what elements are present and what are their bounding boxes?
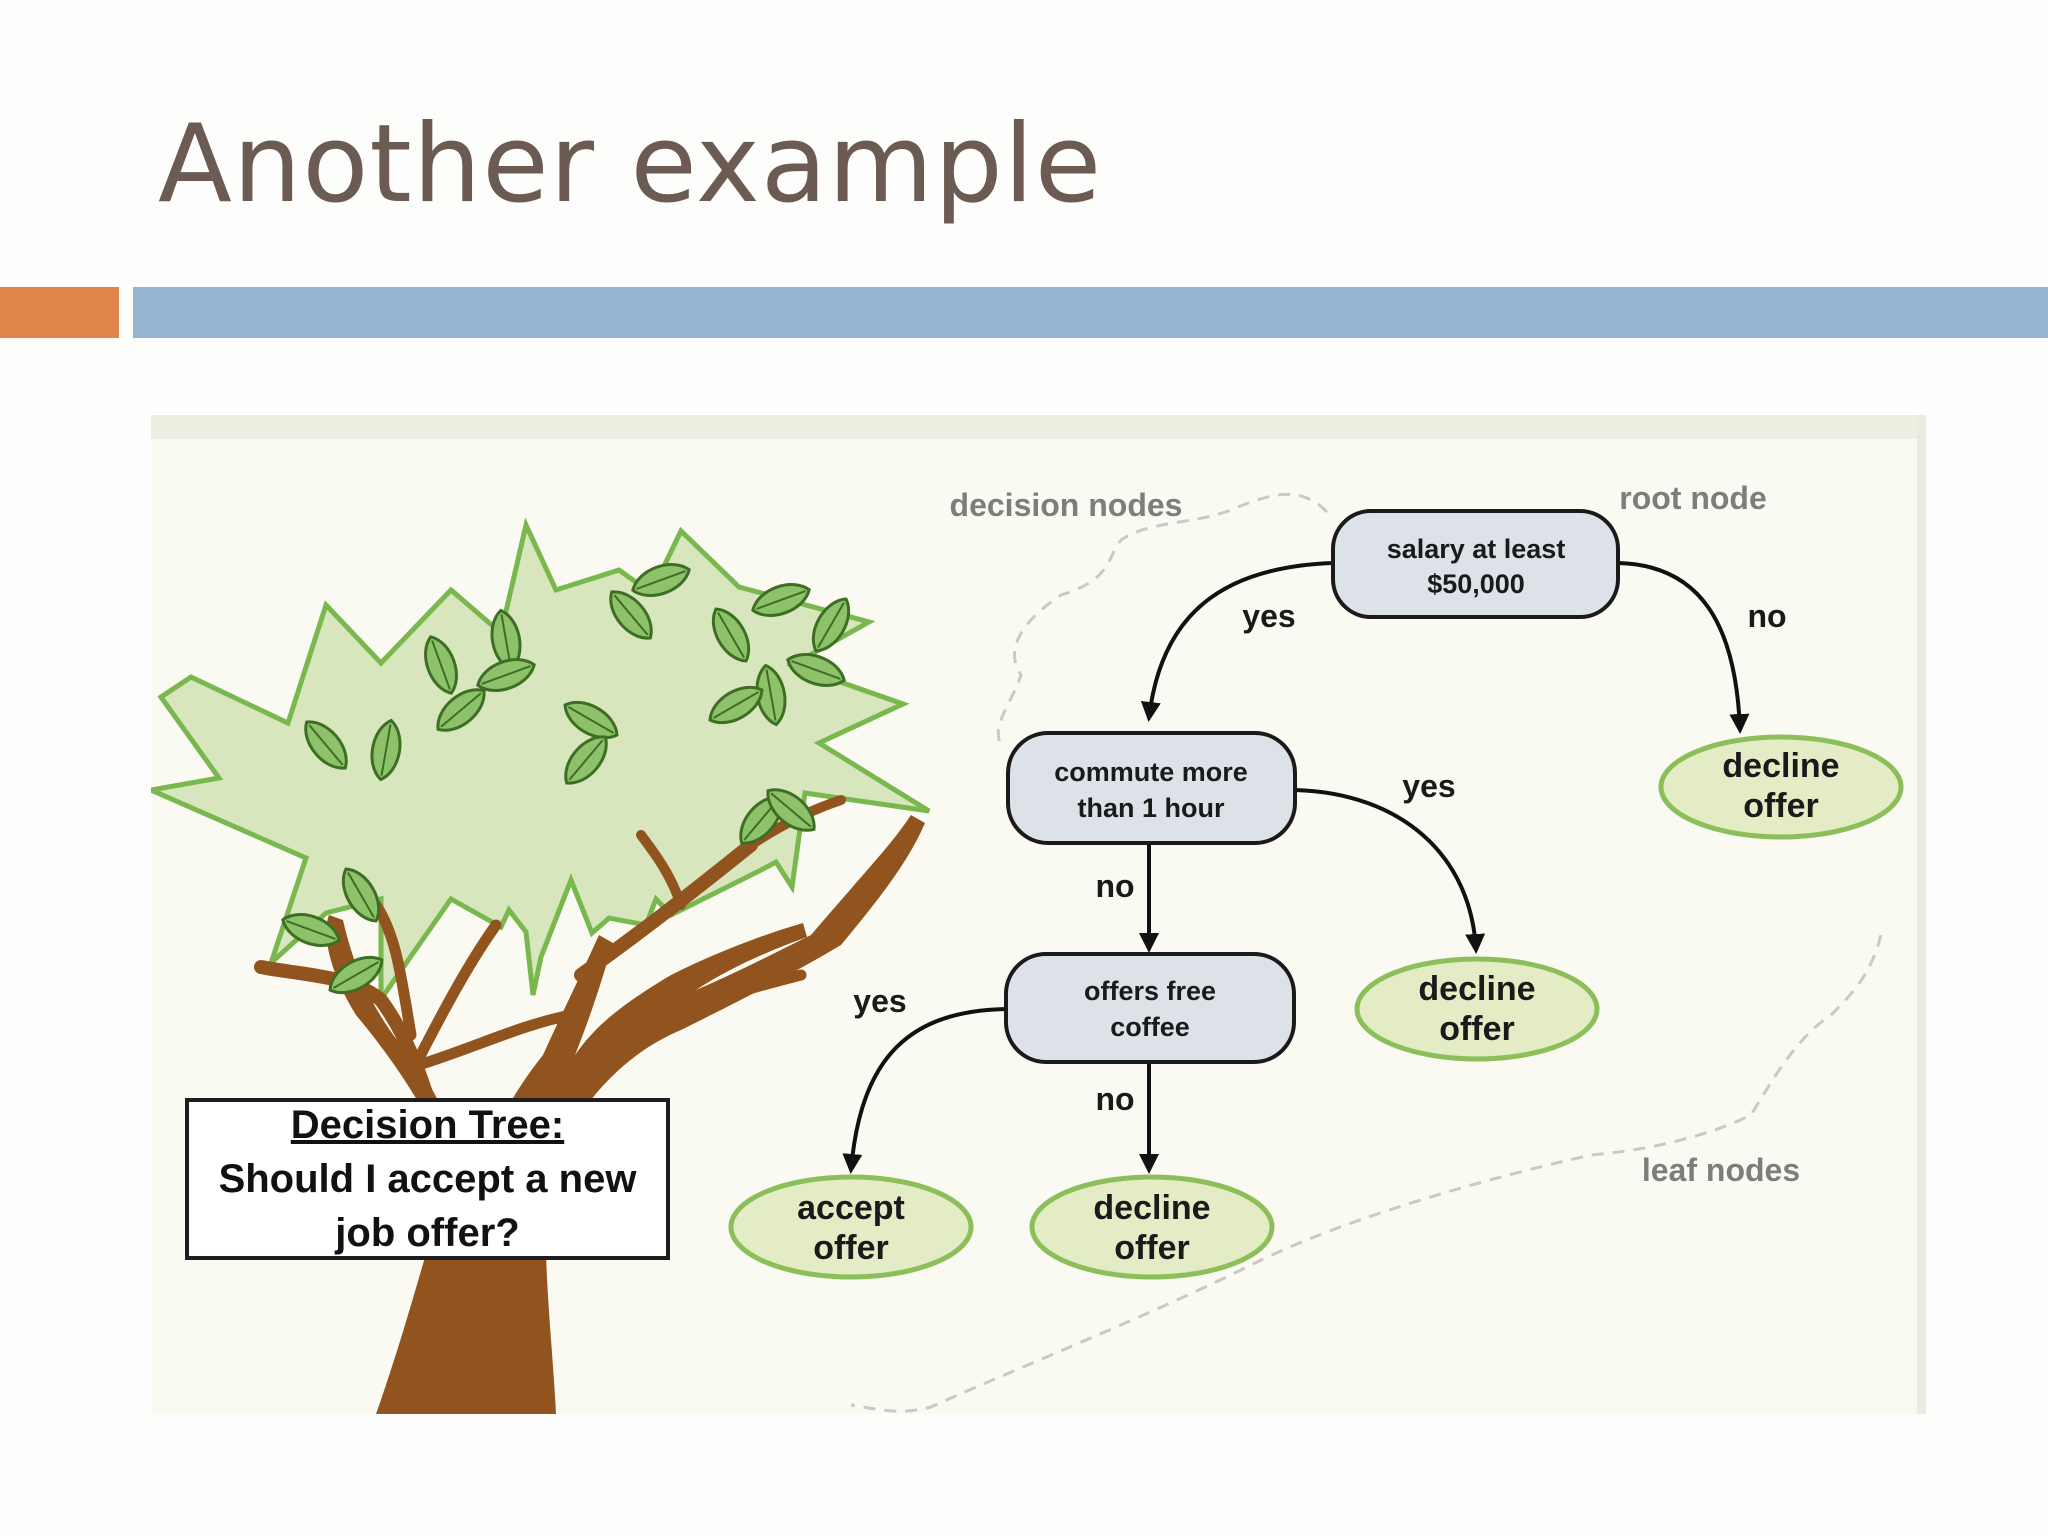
edge-salary-yes <box>1140 561 1334 722</box>
decision-node-commute-line2: than 1 hour <box>1078 793 1225 823</box>
leaf-node-accept: accept offer <box>728 1174 974 1280</box>
leaf-node-decline-coffee-line2: offer <box>1114 1229 1190 1267</box>
edge-label-salary-yes: yes <box>1242 598 1295 634</box>
annotation-brackets <box>850 492 1883 1413</box>
leaf-node-decline-commute-line2: offer <box>1439 1010 1515 1048</box>
decision-node-commute: commute more than 1 hour <box>1006 731 1297 845</box>
decision-node-coffee: offers free coffee <box>1004 952 1296 1064</box>
leaf-node-decline-root-line1: decline <box>1722 747 1839 785</box>
leaf-node-decline-coffee: decline offer <box>1029 1174 1275 1280</box>
edge-label-salary-no: no <box>1747 598 1786 634</box>
decision-node-salary-line2: $50,000 <box>1427 569 1525 599</box>
caption-title: Decision Tree: <box>290 1103 565 1147</box>
tree-illustration <box>151 517 931 1414</box>
slide-title: Another example <box>158 102 1103 227</box>
leaf-node-accept-line2: offer <box>813 1229 889 1267</box>
caption-line-3: job offer? <box>335 1211 520 1255</box>
leaf-nodes-label: leaf nodes <box>1642 1152 1800 1188</box>
branch-mid-right <box>413 1009 577 1071</box>
decision-tree-figure: decision nodes root node leaf nodes yes … <box>151 415 1926 1414</box>
edges <box>842 561 1750 1174</box>
leaf-node-decline-coffee-line1: decline <box>1093 1189 1210 1227</box>
edge-label-commute-no: no <box>1095 868 1134 904</box>
tree-trunk <box>326 815 926 1414</box>
decision-node-salary-line1: salary at least <box>1387 534 1566 564</box>
leaf-nodes-bracket <box>850 934 1883 1413</box>
root-node-label: root node <box>1619 480 1767 516</box>
branch-right-up <box>636 830 686 910</box>
edge-coffee-yes <box>842 1007 1007 1174</box>
figure-top-border <box>151 415 1926 439</box>
tree-foliage <box>151 517 931 1007</box>
leaf-node-decline-commute-line1: decline <box>1418 970 1535 1008</box>
diagram-canvas: decision nodes root node leaf nodes yes … <box>151 480 1904 1414</box>
decision-nodes-bracket <box>996 492 1329 746</box>
leaf-node-decline-root: decline offer <box>1658 734 1904 840</box>
branch-right <box>574 838 758 982</box>
edge-label-coffee-yes: yes <box>853 983 906 1019</box>
accent-bar-blue <box>133 287 2048 338</box>
figure-right-border <box>1917 415 1926 1414</box>
branch-upper-left <box>370 899 417 1041</box>
accent-bar-orange <box>0 287 119 338</box>
branch-mid <box>407 919 502 1076</box>
caption-line-2: Should I accept a new <box>218 1157 637 1201</box>
leaf-node-decline-commute: decline offer <box>1354 956 1600 1062</box>
edge-salary-no <box>1617 561 1750 734</box>
edge-label-coffee-no: no <box>1095 1081 1134 1117</box>
diagram-caption-box: Decision Tree: Should I accept a new job… <box>185 1098 670 1260</box>
leaf-node-accept-line1: accept <box>797 1189 905 1227</box>
decision-node-salary: salary at least $50,000 <box>1331 509 1620 619</box>
branch-lower-right <box>645 969 807 1021</box>
decision-node-coffee-line1: offers free <box>1084 976 1216 1006</box>
decision-node-coffee-line2: coffee <box>1110 1012 1190 1042</box>
decision-node-commute-line1: commute more <box>1054 757 1248 787</box>
edge-commute-yes <box>1294 788 1486 954</box>
decision-nodes-label: decision nodes <box>950 487 1183 523</box>
edge-label-commute-yes: yes <box>1402 768 1455 804</box>
leaf-node-decline-root-line2: offer <box>1743 787 1819 825</box>
